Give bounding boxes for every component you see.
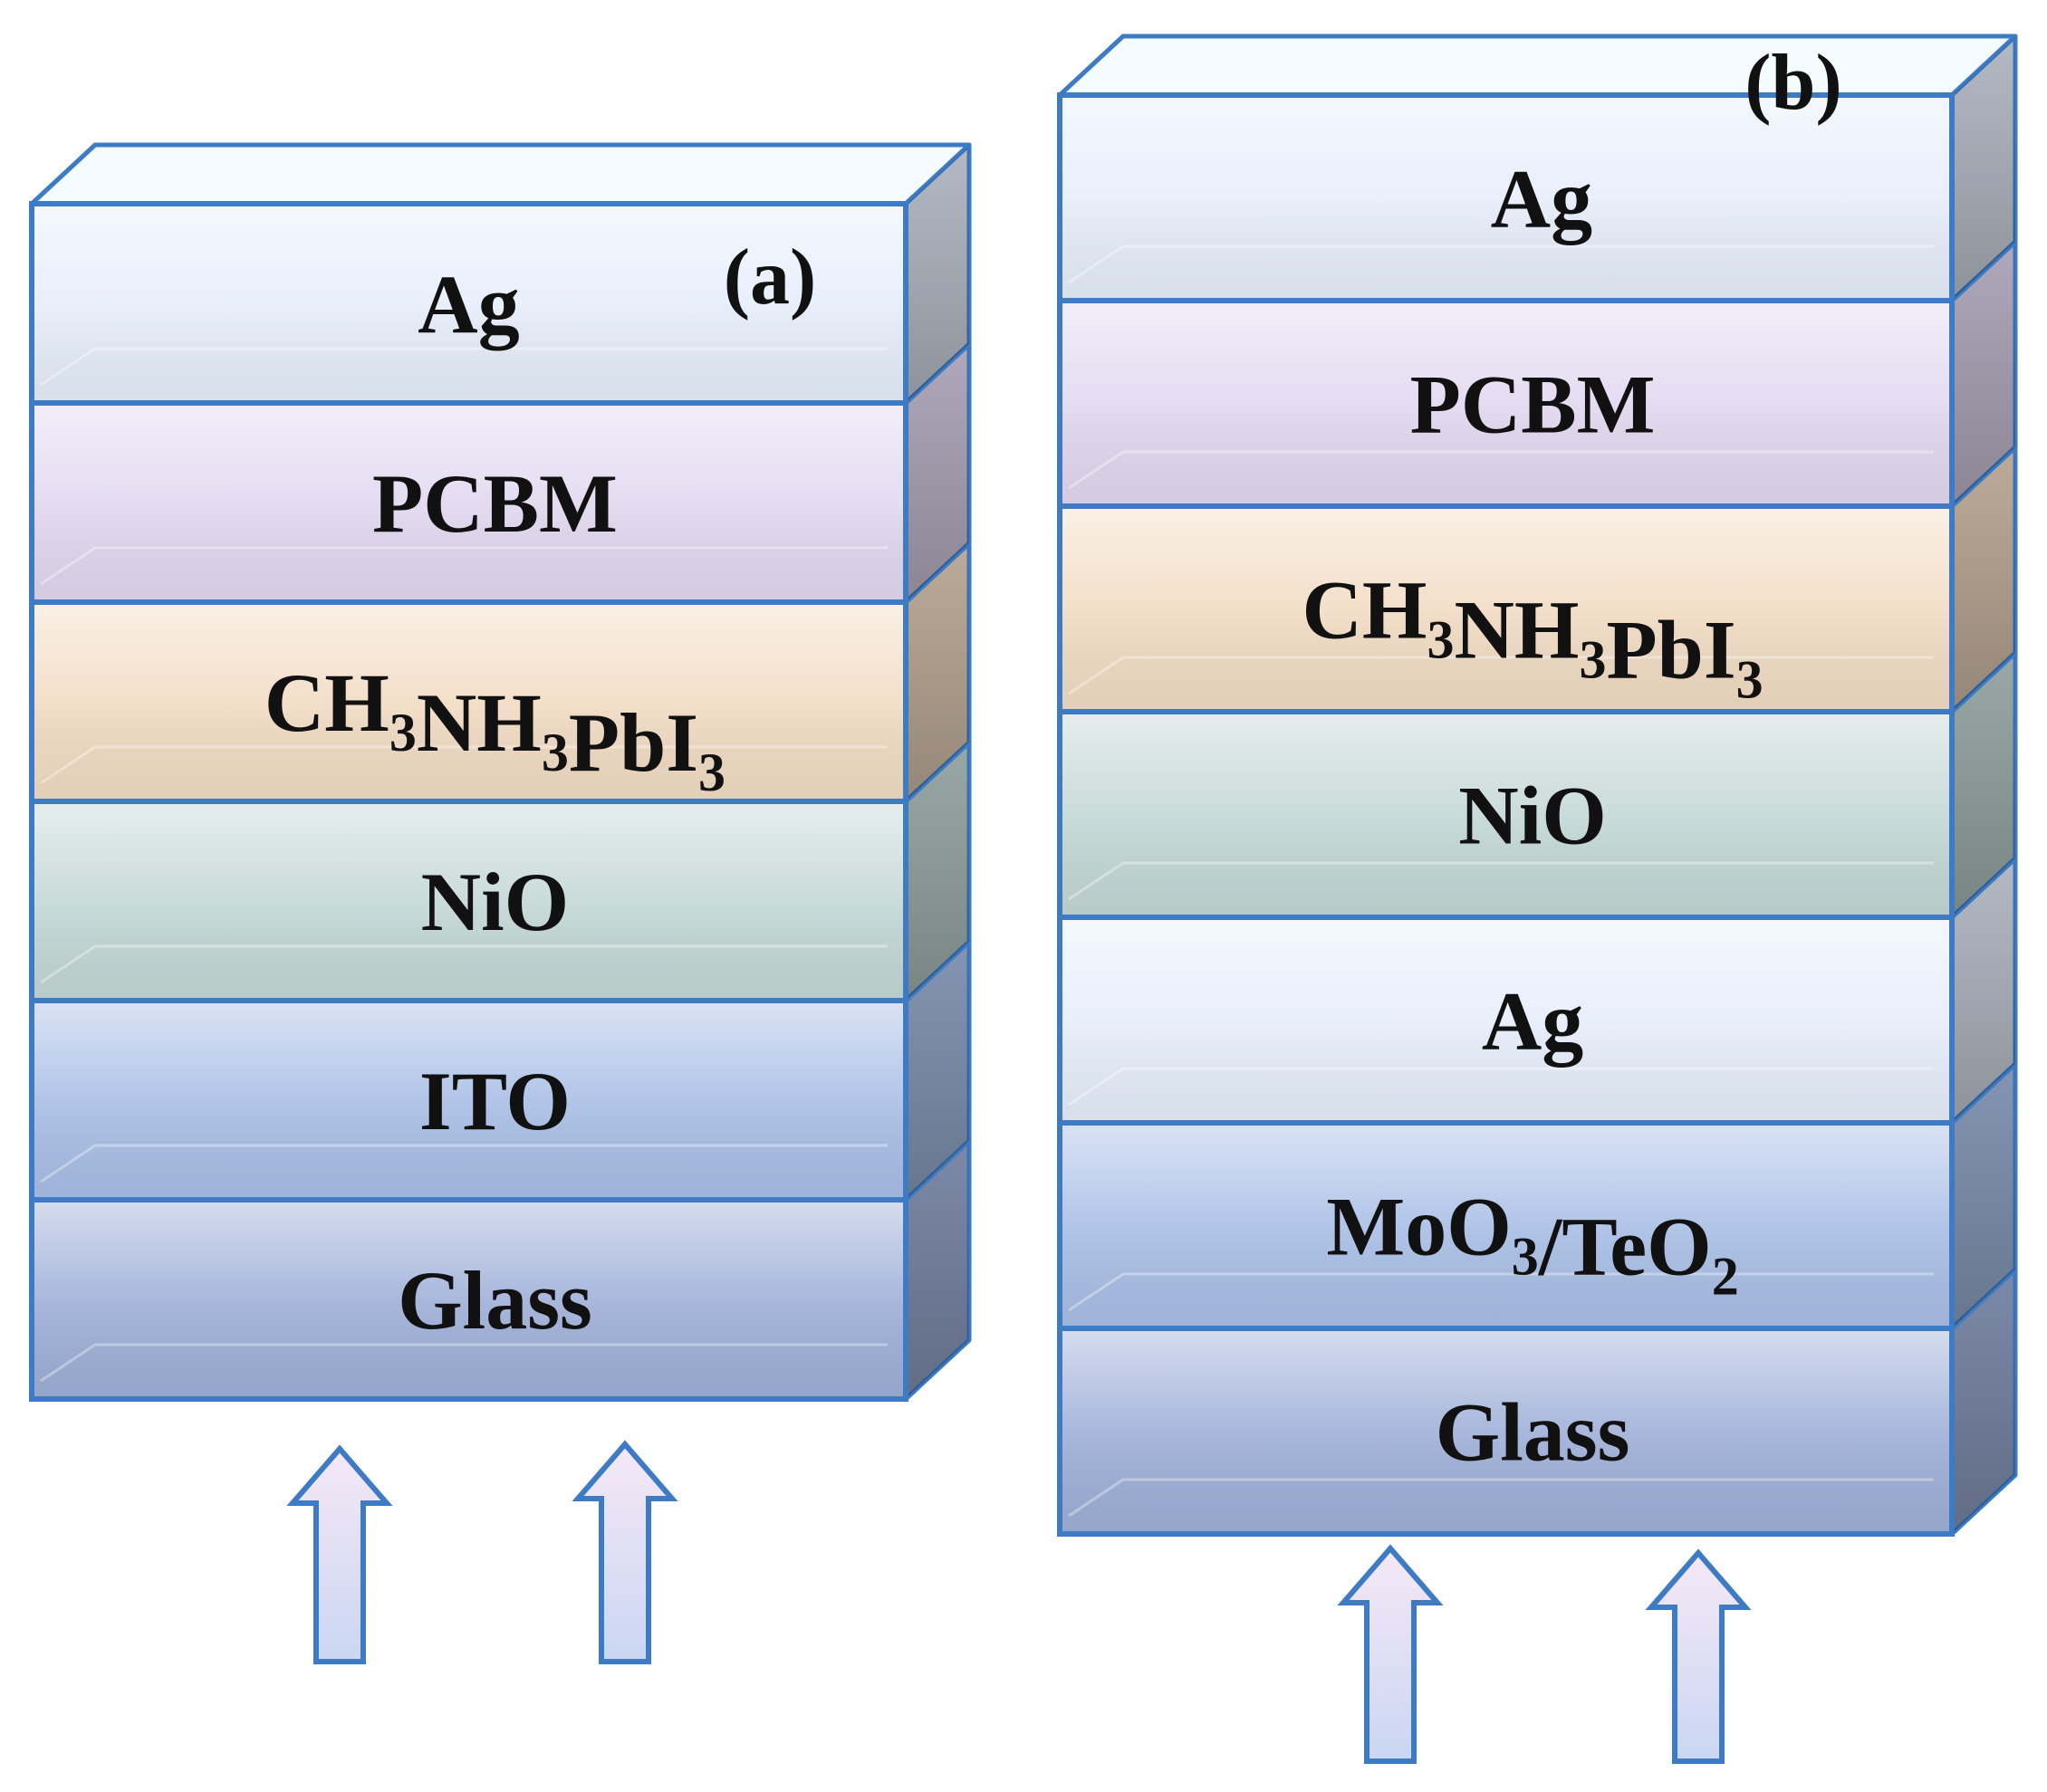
layer-front-sheen bbox=[1062, 1331, 1949, 1531]
layer-side-shade bbox=[1952, 858, 2015, 1123]
light-arrow-icon bbox=[572, 1440, 678, 1664]
layer-top-face bbox=[29, 142, 972, 206]
layer-side-shade bbox=[906, 145, 969, 403]
layer-reflection bbox=[1068, 861, 1934, 901]
layer-front-sheen bbox=[1062, 714, 1949, 915]
layer-reflection bbox=[40, 944, 888, 984]
layer-label: NiO bbox=[421, 856, 570, 948]
layer-side-shade bbox=[906, 344, 969, 602]
layer-reflection bbox=[1068, 1272, 1934, 1312]
layer-label: CH3NH3PbI3 bbox=[1302, 564, 1763, 710]
light-arrow-icon bbox=[1337, 1544, 1444, 1764]
layer-block: Ag bbox=[1057, 34, 2018, 303]
layer-side-shade bbox=[906, 543, 969, 801]
layer-label: Ag bbox=[1491, 153, 1592, 245]
layer-side-shade bbox=[906, 1141, 969, 1399]
layer-reflection bbox=[1068, 1067, 1934, 1107]
layer-label: PCBM bbox=[372, 457, 618, 550]
layer-block: CH3NH3PbI3 bbox=[1057, 445, 2018, 714]
panel-a: Glass ITO NiO CH3NH3PbI3 PCBM Ag (a) bbox=[29, 142, 972, 1664]
layer-side-shade bbox=[1952, 447, 2015, 712]
light-arrow-icon bbox=[286, 1444, 393, 1664]
layer-label: Glass bbox=[1436, 1386, 1630, 1479]
layer-reflection bbox=[40, 546, 888, 586]
layer-block: Ag bbox=[29, 142, 972, 406]
layer-top-face bbox=[1057, 34, 2018, 98]
layer-side-shade bbox=[906, 942, 969, 1200]
layer-side-shade bbox=[906, 743, 969, 1001]
layer-front-sheen bbox=[34, 1003, 903, 1197]
layer-label: NiO bbox=[1458, 770, 1607, 862]
layer-block: MoO3/TeO2 bbox=[1057, 1061, 2018, 1331]
layer-reflection bbox=[1068, 656, 1934, 695]
layer-front-sheen bbox=[34, 206, 903, 400]
layer-front-sheen bbox=[1062, 509, 1949, 709]
layer-reflection bbox=[40, 347, 888, 387]
layer-reflection bbox=[1068, 450, 1934, 490]
layer-label: PCBM bbox=[1410, 359, 1656, 451]
layer-front-sheen bbox=[34, 1203, 903, 1396]
layer-side-shade bbox=[1952, 1270, 2015, 1534]
layer-label: Ag bbox=[1482, 975, 1583, 1068]
layer-label: CH3NH3PbI3 bbox=[264, 656, 726, 802]
panel-tag: (b) bbox=[1744, 39, 1842, 127]
light-arrow-icon bbox=[1645, 1548, 1752, 1764]
layer-reflection bbox=[1068, 244, 1934, 284]
layer-block: NiO bbox=[1057, 650, 2018, 920]
layer-front-sheen bbox=[1062, 1126, 1949, 1326]
panel-tag: (a) bbox=[724, 234, 817, 321]
layer-side-shade bbox=[1952, 1064, 2015, 1328]
layer-label: ITO bbox=[419, 1055, 571, 1147]
layer-front-sheen bbox=[34, 605, 903, 799]
layer-label: Ag bbox=[418, 258, 519, 350]
layer-block: PCBM bbox=[1057, 239, 2018, 509]
layer-label: Glass bbox=[398, 1254, 592, 1346]
layer-front-sheen bbox=[1062, 920, 1949, 1120]
layer-front-sheen bbox=[1062, 98, 1949, 298]
layer-front-sheen bbox=[34, 804, 903, 998]
layer-front-sheen bbox=[34, 406, 903, 599]
layer-side-shade bbox=[1952, 653, 2015, 917]
layer-reflection bbox=[1068, 1478, 1934, 1518]
layer-block: Glass bbox=[29, 1138, 972, 1402]
layer-front-sheen bbox=[1062, 303, 1949, 503]
layer-block: Ag bbox=[1057, 856, 2018, 1126]
layer-reflection bbox=[40, 745, 888, 785]
layer-side-shade bbox=[1952, 242, 2015, 506]
layer-reflection bbox=[40, 1144, 888, 1183]
layer-reflection bbox=[40, 1343, 888, 1383]
layer-label: MoO3/TeO2 bbox=[1326, 1181, 1738, 1307]
layer-side-shade bbox=[1952, 36, 2015, 301]
